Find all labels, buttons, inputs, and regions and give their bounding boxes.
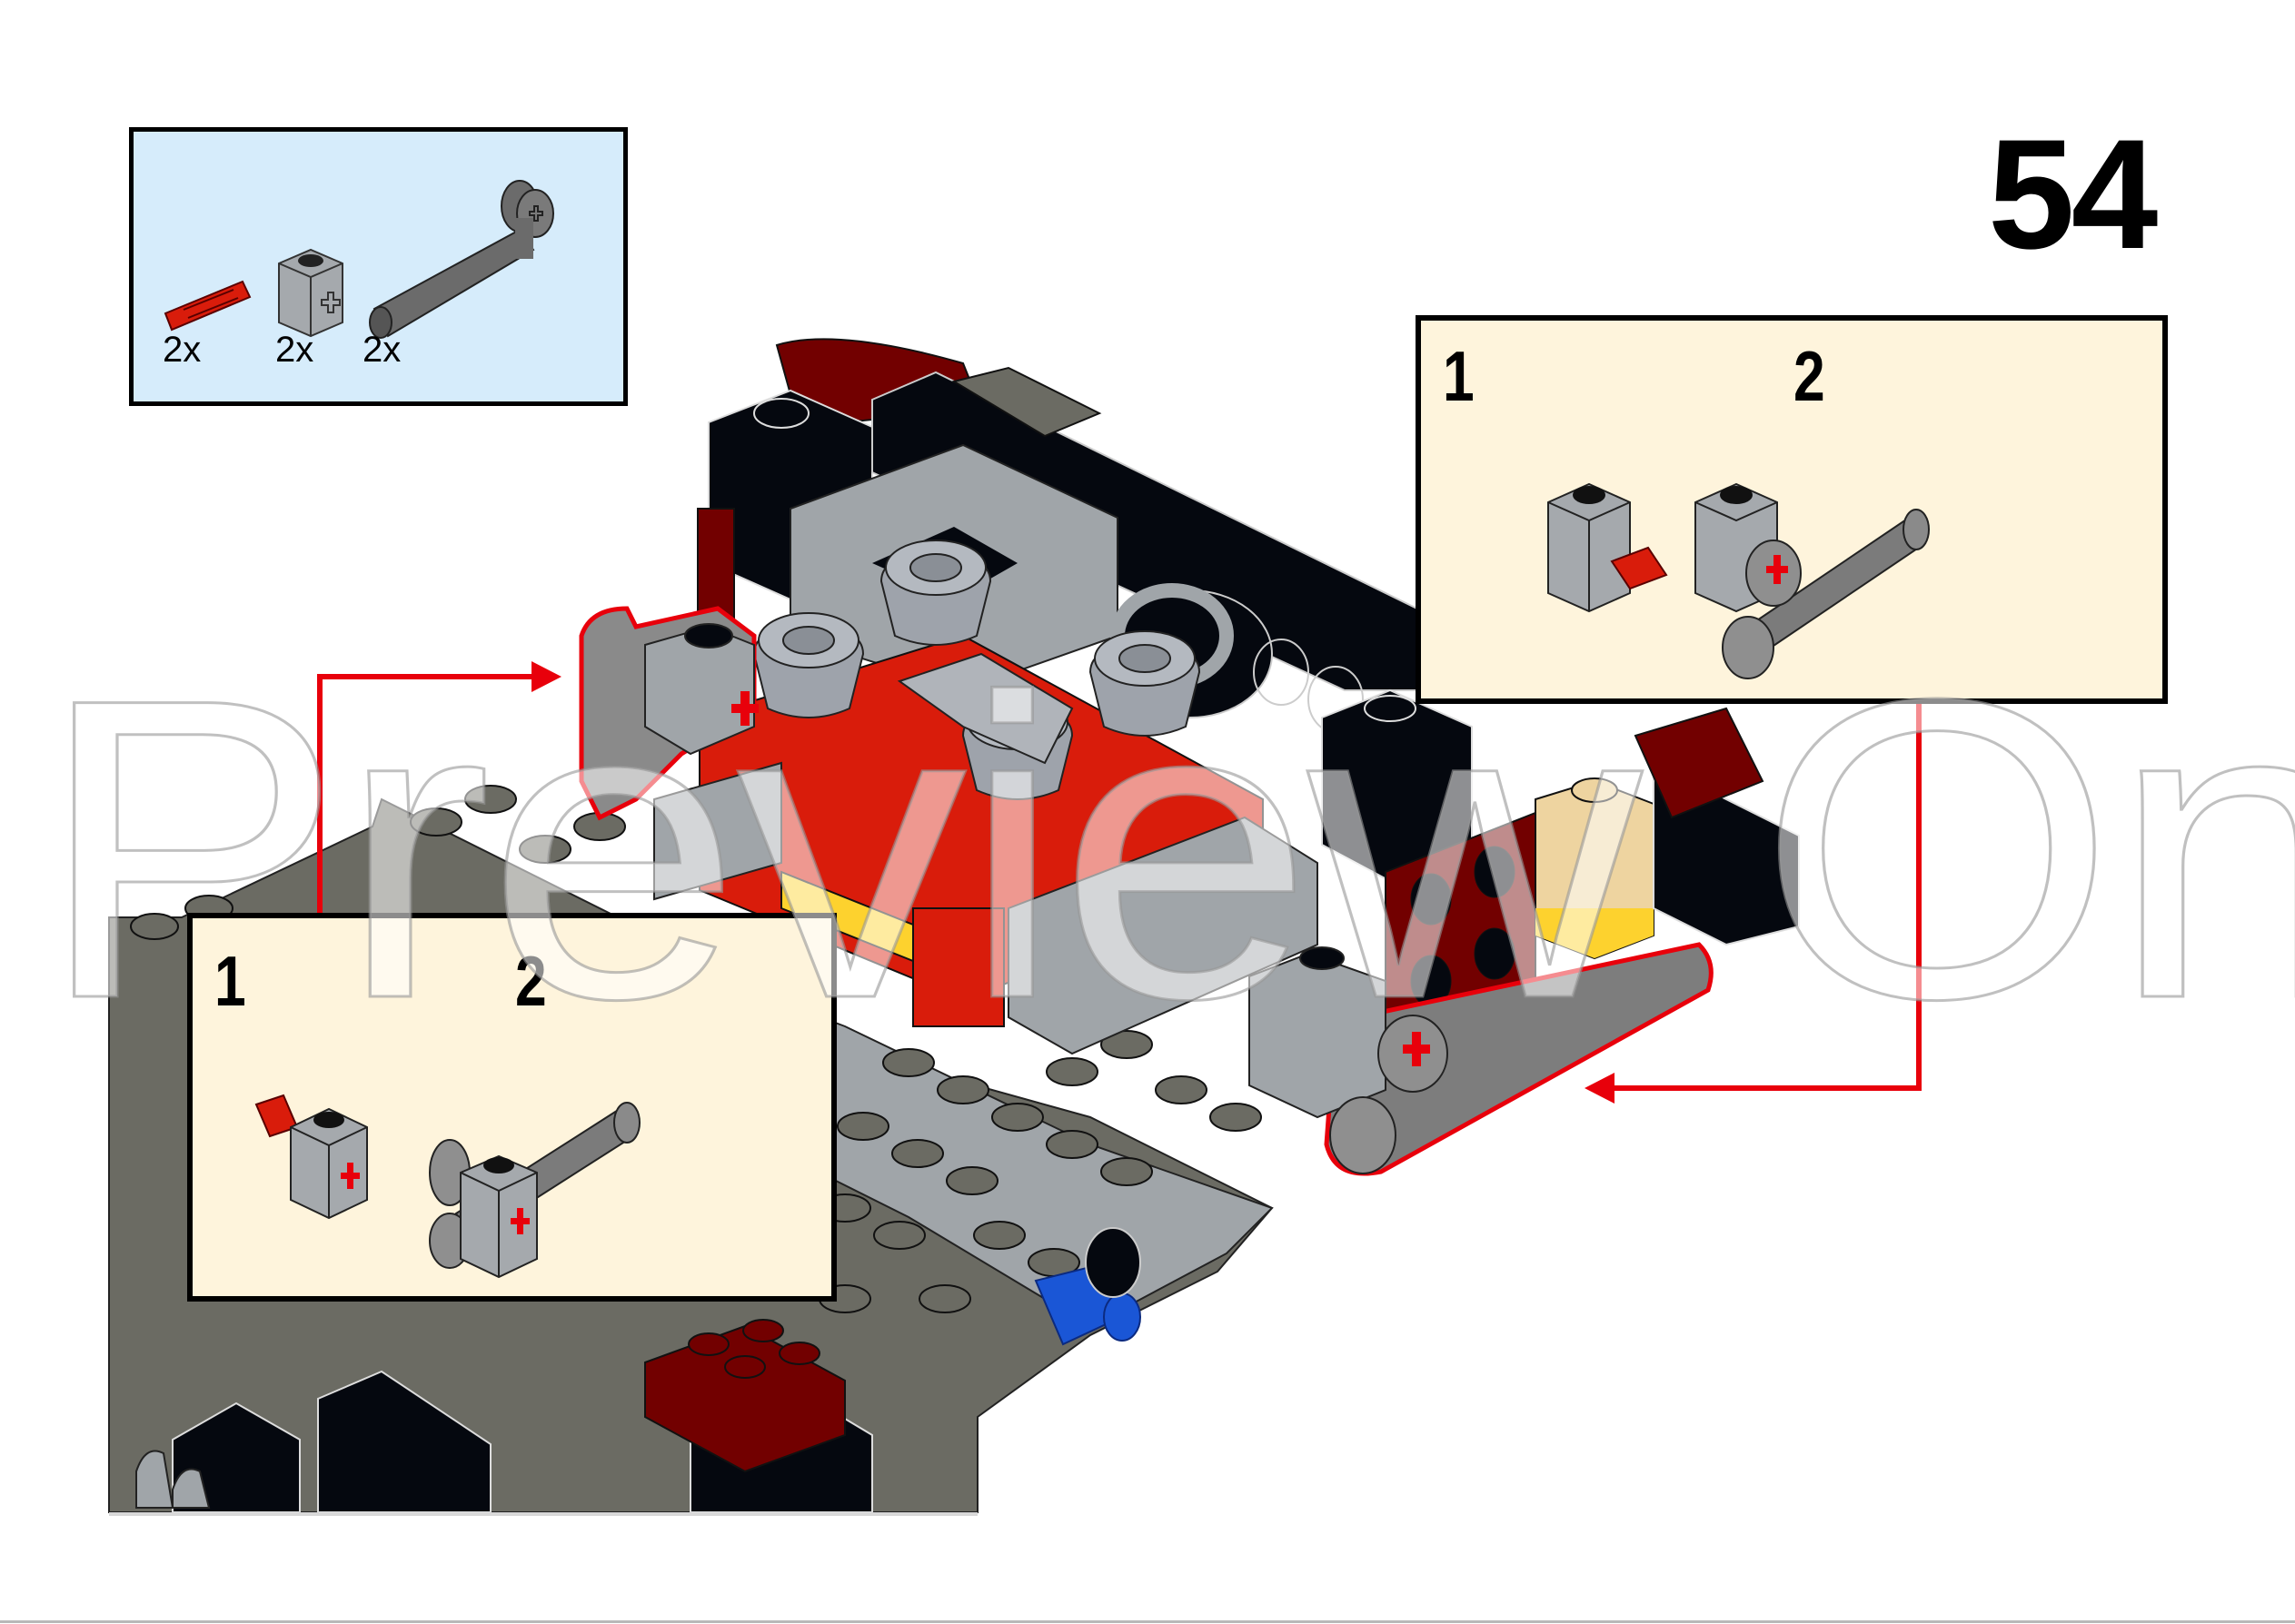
plate-studs [130,785,1262,1313]
model-crop-bottom-edge [109,1512,978,1516]
subassembly-box-right: 1 2 [1416,315,2168,704]
red-axle-pin-icon [164,280,252,332]
yellow-under-tan [1535,908,1654,958]
step-number: 54 [1988,107,2158,282]
highlighted-new-part-left [579,606,759,821]
dark-red-holes [1410,846,1515,1007]
part-quantity-tube-connector: 2x [363,330,402,370]
tan-stud [1571,777,1618,803]
gray-tube-connector-icon [369,180,554,339]
black-block-stud [1364,695,1416,722]
substep-label-2: 2 [515,941,547,1021]
substep1-brick-with-pin-mirrored [254,1094,368,1220]
dark-red-2x2-lower [644,1319,846,1473]
light-gray-slope [1008,816,1318,1055]
part-quantity-technic-brick: 2x [275,330,314,370]
callout-arrow-left [317,674,536,913]
arrow-head-right-icon [532,661,561,692]
substep1-brick-with-pin [1547,482,1668,613]
substep-label-2: 2 [1793,336,1825,416]
highlighted-new-part-right [1248,942,1714,1176]
dark-gray-tile [951,366,1102,438]
black-axle-hole [1085,1227,1141,1298]
red-upright [912,907,1005,1027]
substep-label-1: 1 [1443,336,1475,416]
gray-technic-brick-icon [278,248,343,338]
subassembly-left-illustration [254,1094,641,1279]
part-quantity-axle-pin: 2x [163,330,202,370]
parts-list-icons [164,180,554,339]
substep2-brick-with-tube [1694,482,1930,679]
substep2-brick-with-tube-mirrored [429,1102,641,1279]
black-stud [753,398,810,429]
dark-red-right-arm [1634,707,1764,819]
gray-clip-handle [897,652,1074,765]
page-bottom-border [0,1620,2295,1623]
substep-label-1: 1 [214,941,246,1021]
callout-arrow-right [1610,704,1922,1091]
subassembly-box-left: 1 2 [187,913,837,1302]
subassembly-right-illustration [1547,482,1930,679]
arrow-head-left-icon [1585,1073,1614,1104]
light-gray-slope-left [653,761,782,901]
parts-list-box: 2x 2x 2x [129,127,628,406]
light-gray-clips [135,1450,211,1509]
